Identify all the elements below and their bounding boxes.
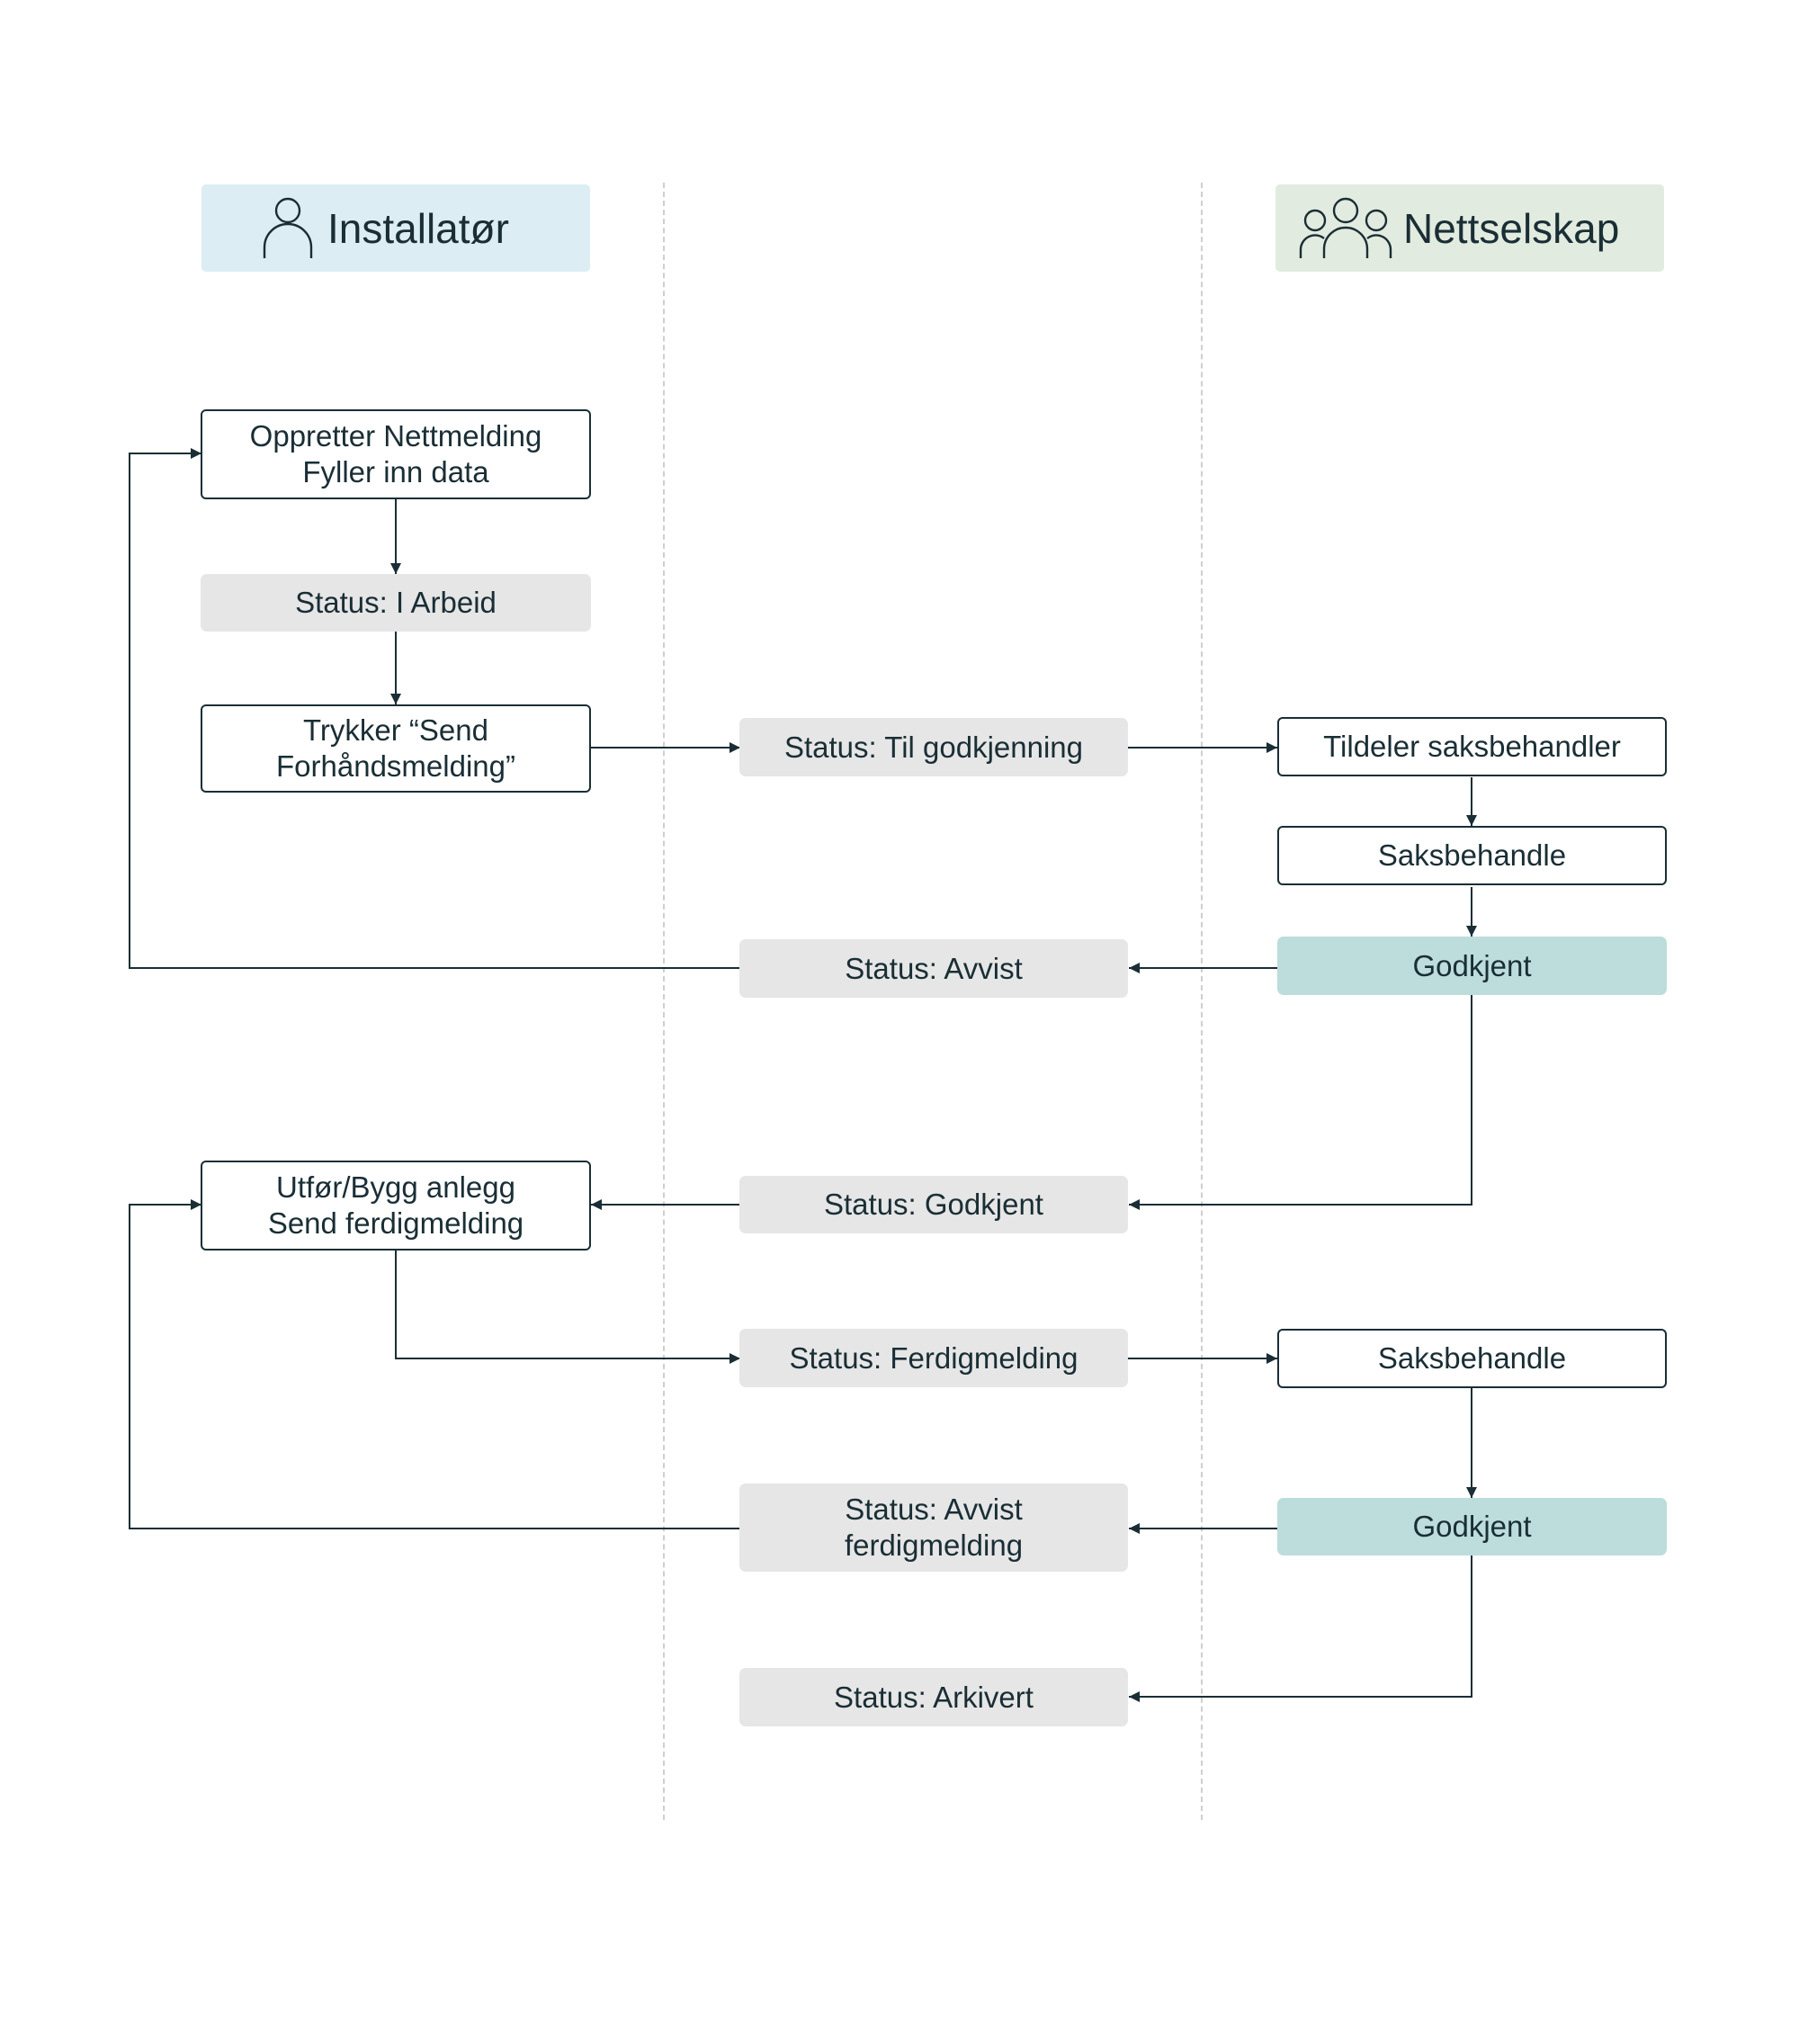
node-godkjent-1: Godkjent [1277, 937, 1667, 995]
status-avvist-ferdigmelding: Status: Avvist ferdigmelding [739, 1484, 1128, 1572]
status-avvist: Status: Avvist [739, 939, 1128, 998]
status-arkivert: Status: Arkivert [739, 1668, 1128, 1726]
lane-header-nettselskap: Nettselskap [1275, 184, 1664, 272]
edge-status-avvist-ferdig-to-utfor [129, 1199, 739, 1529]
lane-title-nettselskap: Nettselskap [1403, 204, 1620, 252]
status-i-arbeid: Status: I Arbeid [201, 574, 591, 632]
status-godkjent: Status: Godkjent [739, 1176, 1128, 1233]
lane-divider-right [1201, 183, 1203, 1820]
edge-godkjent-1-to-status-godkjent [1129, 995, 1472, 1210]
node-utfor-bygg-anlegg: Utfør/Bygg anlegg Send ferdigmelding [201, 1161, 591, 1251]
node-trykker-send-forhandsmelding: Trykker “Send Forhåndsmelding” [201, 704, 591, 793]
lane-divider-left [663, 183, 665, 1820]
node-opprett-nettmelding: Oppretter Nettmelding Fyller inn data [201, 409, 591, 499]
status-til-godkjenning: Status: Til godkjenning [739, 718, 1128, 776]
edge-utfor-to-status-ferdigmelding [395, 1251, 740, 1364]
person-icon [261, 197, 315, 260]
node-tildeler-saksbehandler: Tildeler saksbehandler [1277, 717, 1667, 776]
node-saksbehandle-1: Saksbehandle [1277, 826, 1667, 885]
node-saksbehandle-2: Saksbehandle [1277, 1329, 1667, 1388]
node-godkjent-2: Godkjent [1277, 1498, 1667, 1555]
lane-header-installator: Installatør [201, 184, 590, 272]
lane-title-installator: Installatør [327, 204, 509, 252]
status-ferdigmelding: Status: Ferdigmelding [739, 1329, 1128, 1387]
group-icon [1297, 197, 1394, 260]
edge-godkjent-2-to-status-arkivert [1129, 1555, 1472, 1702]
